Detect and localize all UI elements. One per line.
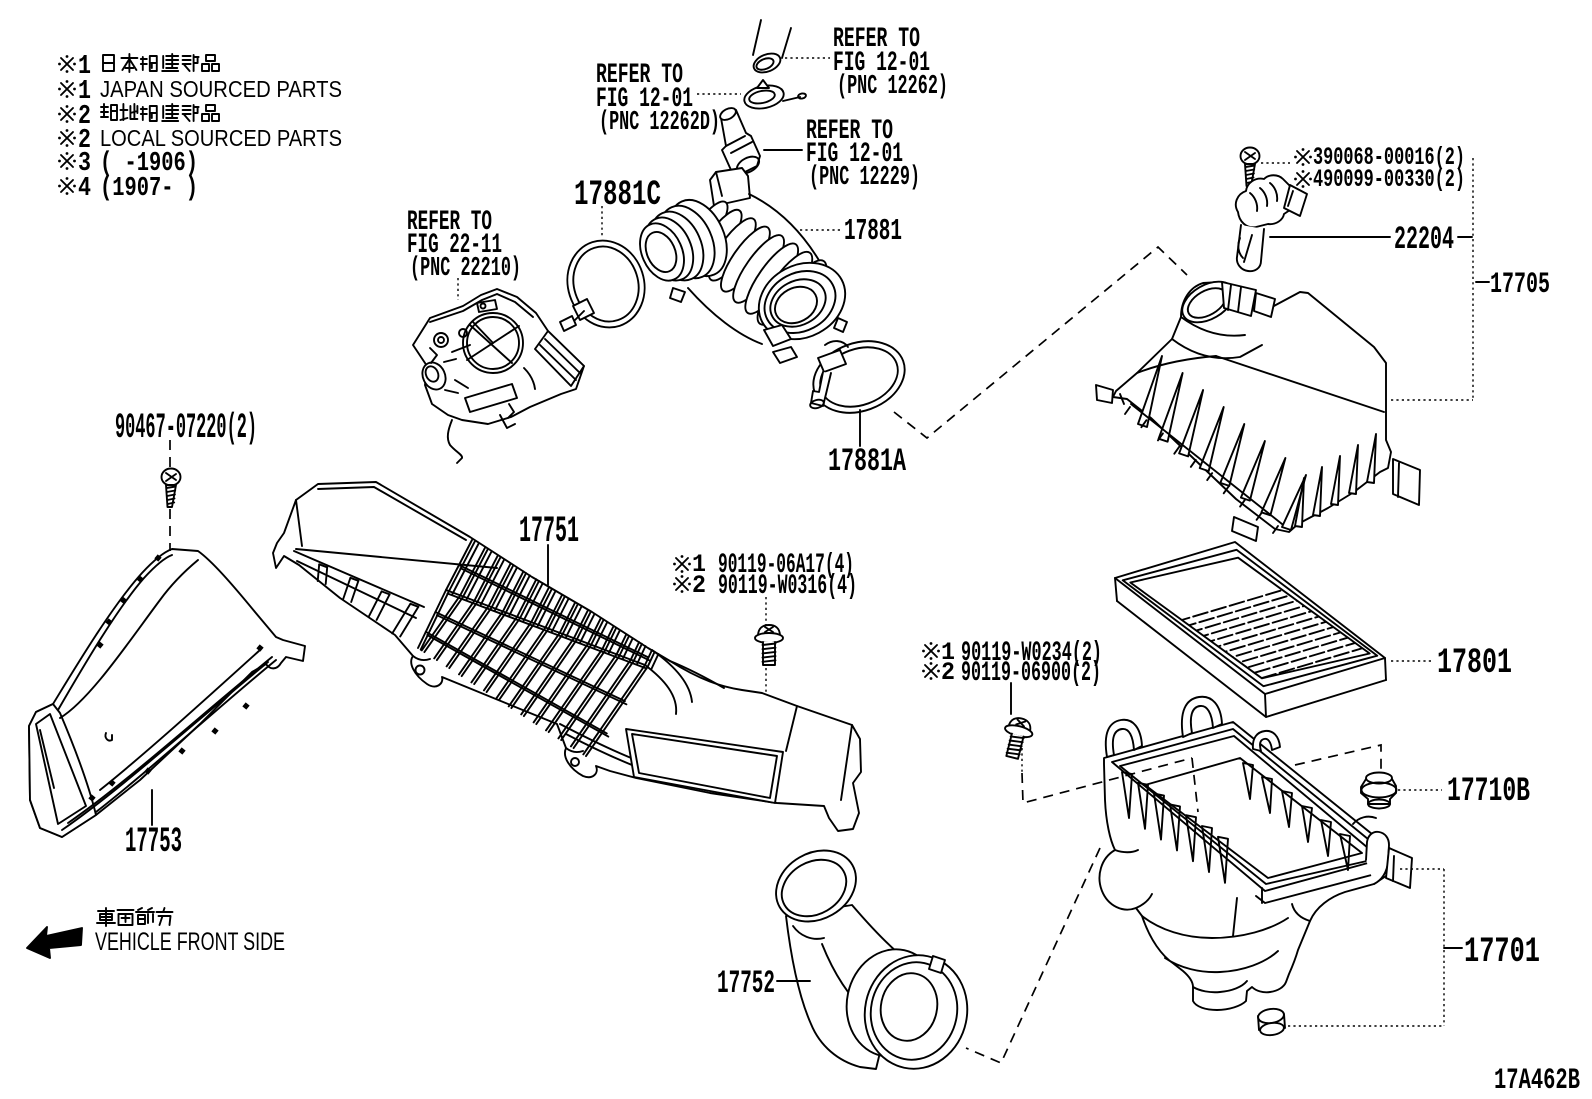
svg-text:22204: 22204 (1394, 221, 1454, 258)
svg-text:JAPAN SOURCED PARTS: JAPAN SOURCED PARTS (100, 76, 342, 102)
svg-text:REFER TO: REFER TO (596, 60, 683, 91)
svg-text:17881A: 17881A (828, 443, 906, 480)
svg-text:90119-06A17(4): 90119-06A17(4) (718, 550, 854, 581)
svg-text:490099-00330(2): 490099-00330(2) (1313, 165, 1465, 194)
svg-text:90119-06900(2): 90119-06900(2) (961, 658, 1101, 689)
svg-text:90119-W0234(2): 90119-W0234(2) (961, 638, 1102, 669)
svg-text:VEHICLE FRONT SIDE: VEHICLE FRONT SIDE (95, 928, 285, 956)
svg-text:FIG 22-11: FIG 22-11 (407, 230, 502, 261)
svg-text:17705: 17705 (1490, 268, 1550, 301)
svg-text:(PNC 12262D): (PNC 12262D) (599, 107, 720, 137)
svg-text:REFER TO: REFER TO (407, 207, 492, 238)
svg-text:17752: 17752 (717, 965, 775, 1002)
svg-text:2: 2 (78, 125, 91, 155)
svg-text:FIG 12-01: FIG 12-01 (833, 48, 930, 79)
svg-text:4: 4 (78, 173, 91, 203)
svg-text:390068-00016(2): 390068-00016(2) (1313, 143, 1465, 172)
svg-text:17753: 17753 (125, 822, 182, 862)
svg-text:( -1906): ( -1906) (100, 148, 198, 178)
svg-text:17881: 17881 (844, 214, 902, 249)
svg-text:(PNC 22210): (PNC 22210) (410, 253, 521, 283)
svg-text:(PNC 12229): (PNC 12229) (809, 162, 920, 192)
svg-text:1: 1 (78, 76, 91, 106)
svg-text:1: 1 (78, 51, 91, 81)
svg-text:REFER TO: REFER TO (806, 116, 893, 147)
svg-text:2: 2 (78, 101, 91, 131)
svg-text:REFER TO: REFER TO (833, 24, 920, 55)
svg-text:FIG 12-01: FIG 12-01 (596, 84, 693, 115)
svg-text:17881C: 17881C (574, 175, 661, 215)
svg-text:(1907- ): (1907- ) (100, 173, 198, 203)
svg-text:17701: 17701 (1464, 932, 1540, 972)
svg-text:FIG 12-01: FIG 12-01 (806, 139, 903, 170)
svg-text:17710B: 17710B (1447, 773, 1530, 811)
svg-text:17A462B: 17A462B (1494, 1064, 1580, 1097)
svg-text:90467-07220(2): 90467-07220(2) (115, 408, 257, 448)
svg-text:1: 1 (941, 638, 955, 667)
svg-text:17751: 17751 (519, 511, 579, 553)
svg-text:3: 3 (78, 148, 91, 178)
svg-text:LOCAL SOURCED PARTS: LOCAL SOURCED PARTS (100, 125, 342, 151)
svg-text:17801: 17801 (1437, 643, 1512, 683)
svg-text:(PNC 12262): (PNC 12262) (837, 71, 948, 101)
svg-text:1: 1 (692, 550, 706, 579)
svg-text:2: 2 (692, 571, 706, 600)
svg-text:2: 2 (941, 658, 955, 687)
svg-text:90119-W0316(4): 90119-W0316(4) (718, 571, 857, 602)
